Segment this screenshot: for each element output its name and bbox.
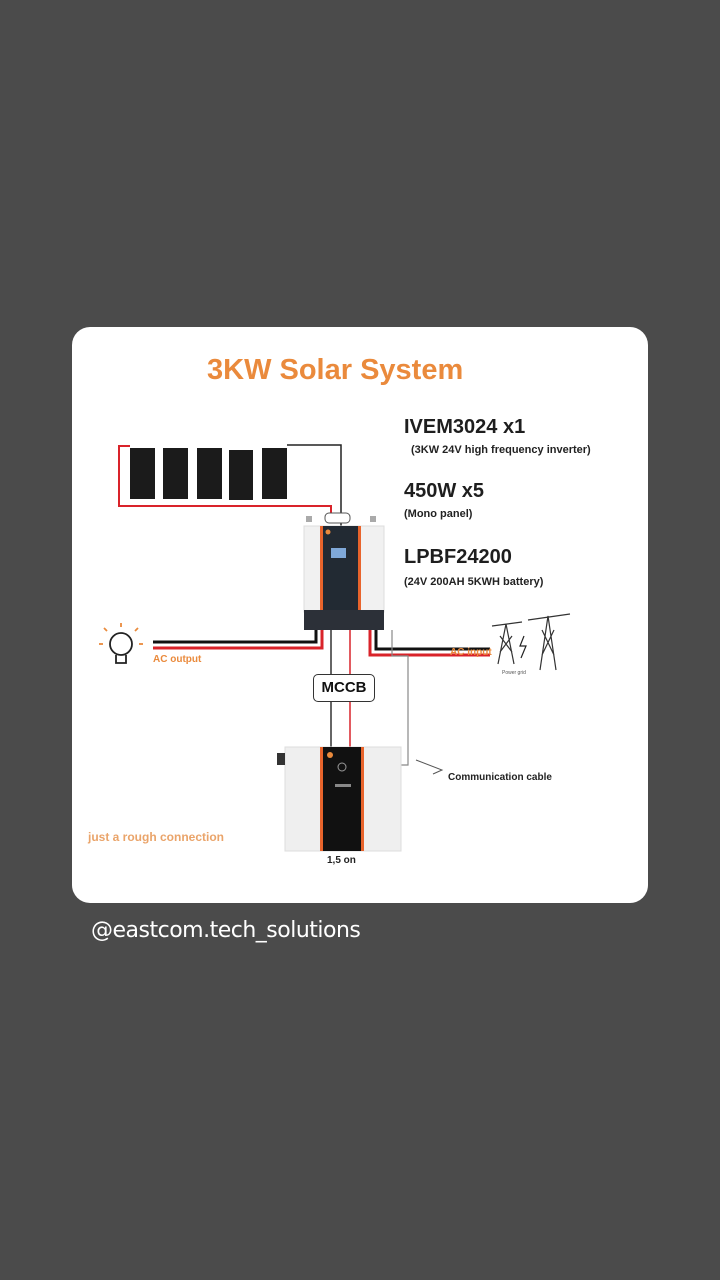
battery-model: LPBF24200 [404,546,512,568]
battery-cable-label: 1,5 on [327,855,356,866]
power-grid-label: Power grid [502,670,526,676]
lightbulb-icon [99,623,143,664]
solar-panel [229,450,253,500]
battery [277,746,402,852]
panel-desc: (Mono panel) [404,508,473,520]
communication-cable-label: Communication cable [448,772,552,783]
inverter [303,516,385,630]
watermark-handle: @eastcom.tech_solutions [91,918,361,943]
ac-input-label: AC input [450,647,492,658]
diagram-title: 3KW Solar System [207,354,464,386]
ac-output-label: AC output [153,654,202,665]
rough-connection-note: just a rough connection [88,830,225,844]
solar-panels [130,448,287,500]
panel-model: 450W x5 [404,480,485,502]
solar-panel [262,448,287,499]
power-grid-icon [491,613,571,671]
inverter-desc: (3KW 24V high frequency inverter) [411,444,591,456]
mccb-box: MCCB [313,674,375,702]
solar-panel [163,448,188,499]
solar-panel [130,448,155,499]
pv-connector [324,512,351,524]
battery-desc: (24V 200AH 5KWH battery) [404,576,544,588]
communication-cable [391,630,409,766]
solar-panel [197,448,222,499]
pv-positive-wire [118,445,332,522]
inverter-model: IVEM3024 x1 [404,416,526,438]
